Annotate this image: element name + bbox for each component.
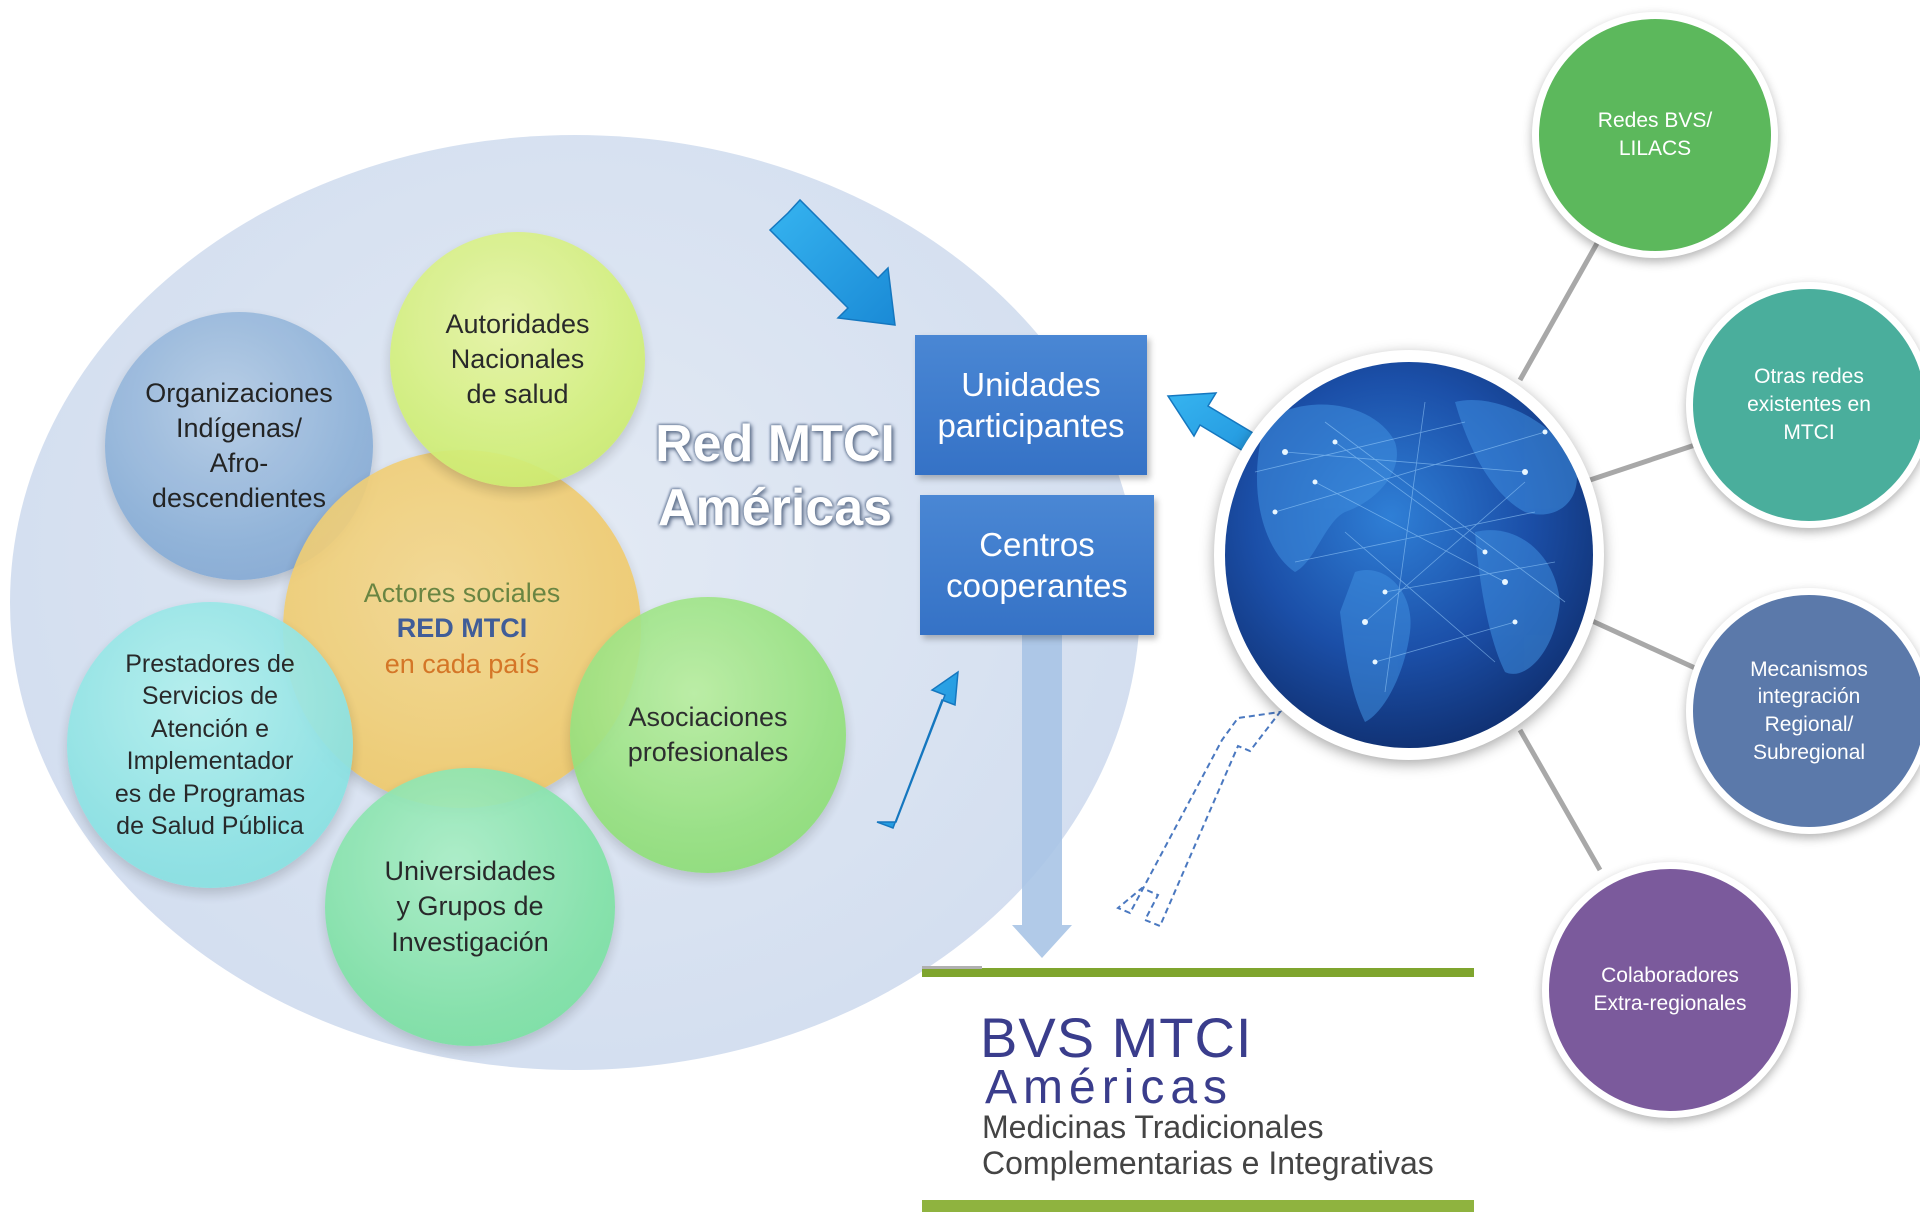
circle-other-networks: Otras redes existentes en MTCI <box>1686 282 1920 528</box>
bubble-universities: Universidades y Grupos de Investigación <box>325 768 615 1046</box>
spoke-other <box>1589 442 1696 483</box>
circle-other-networks-label: Otras redes existentes en MTCI <box>1747 365 1871 444</box>
world-network-globe-image <box>1225 362 1593 748</box>
dashed-double-arrow <box>1116 710 1283 928</box>
spoke-bvs <box>1517 236 1603 382</box>
circle-integration-label: Mecanismos integración Regional/ Subregi… <box>1750 657 1868 764</box>
participating-units-label: Unidades participantes <box>937 365 1125 444</box>
cooperating-centers-label: Centros cooperantes <box>946 525 1128 604</box>
logo-top-bar-accent <box>922 966 982 969</box>
bubble-professional-associations: Asociaciones profesionales <box>570 597 846 873</box>
circle-bvs-lilacs-label: Redes BVS/ LILACS <box>1597 109 1713 160</box>
logo-title: BVS MTCI <box>980 1006 1253 1069</box>
center-label-line2: RED MTCI <box>396 613 528 644</box>
spoke-integration <box>1588 617 1697 671</box>
circle-bvs-lilacs: Redes BVS/ LILACS <box>1532 12 1778 258</box>
bubble-indigenous-label: Organizaciones Indígenas/ Afro- descendi… <box>145 377 333 514</box>
circle-integration-mechanisms: Mecanismos integración Regional/ Subregi… <box>1686 588 1920 834</box>
arrow-to-centers <box>876 670 959 829</box>
cooperating-centers-box: Centros cooperantes <box>920 495 1154 635</box>
circle-collaborators-label: Colaboradores Extra-regionales <box>1593 964 1747 1015</box>
network-title: Red MTCI Américas <box>655 415 895 538</box>
bubble-national-authorities: Autoridades Nacionales de salud <box>390 232 645 487</box>
bubble-service-providers: Prestadores de Servicios de Atención e I… <box>67 602 353 888</box>
down-arrow <box>1012 635 1072 958</box>
logo-tagline-1: Medicinas Tradicionales <box>982 1109 1324 1145</box>
participating-units-box: Unidades participantes <box>915 335 1147 475</box>
logo-subtitle: Américas <box>985 1061 1234 1114</box>
globe-network-lines <box>1254 400 1577 722</box>
bubble-universities-label: Universidades y Grupos de Investigación <box>384 856 556 957</box>
arrow-to-units-left <box>768 198 896 326</box>
bubble-authorities-label: Autoridades Nacionales de salud <box>445 308 590 410</box>
bubble-associations-label: Asociaciones profesionales <box>627 701 789 767</box>
logo-top-bar <box>922 968 1474 977</box>
logo-tagline-2: Complementarias e Integrativas <box>982 1145 1434 1181</box>
center-label-line3: en cada país <box>384 648 540 679</box>
logo-bottom-bar <box>922 1200 1474 1212</box>
spoke-collab <box>1517 728 1603 872</box>
bubble-indigenous-organizations: Organizaciones Indígenas/ Afro- descendi… <box>105 312 373 580</box>
center-label-line1: Actores sociales <box>363 578 561 609</box>
bubble-providers-label: Prestadores de Servicios de Atención e I… <box>114 649 306 841</box>
circle-extra-regional-collaborators: Colaboradores Extra-regionales <box>1542 862 1798 1118</box>
